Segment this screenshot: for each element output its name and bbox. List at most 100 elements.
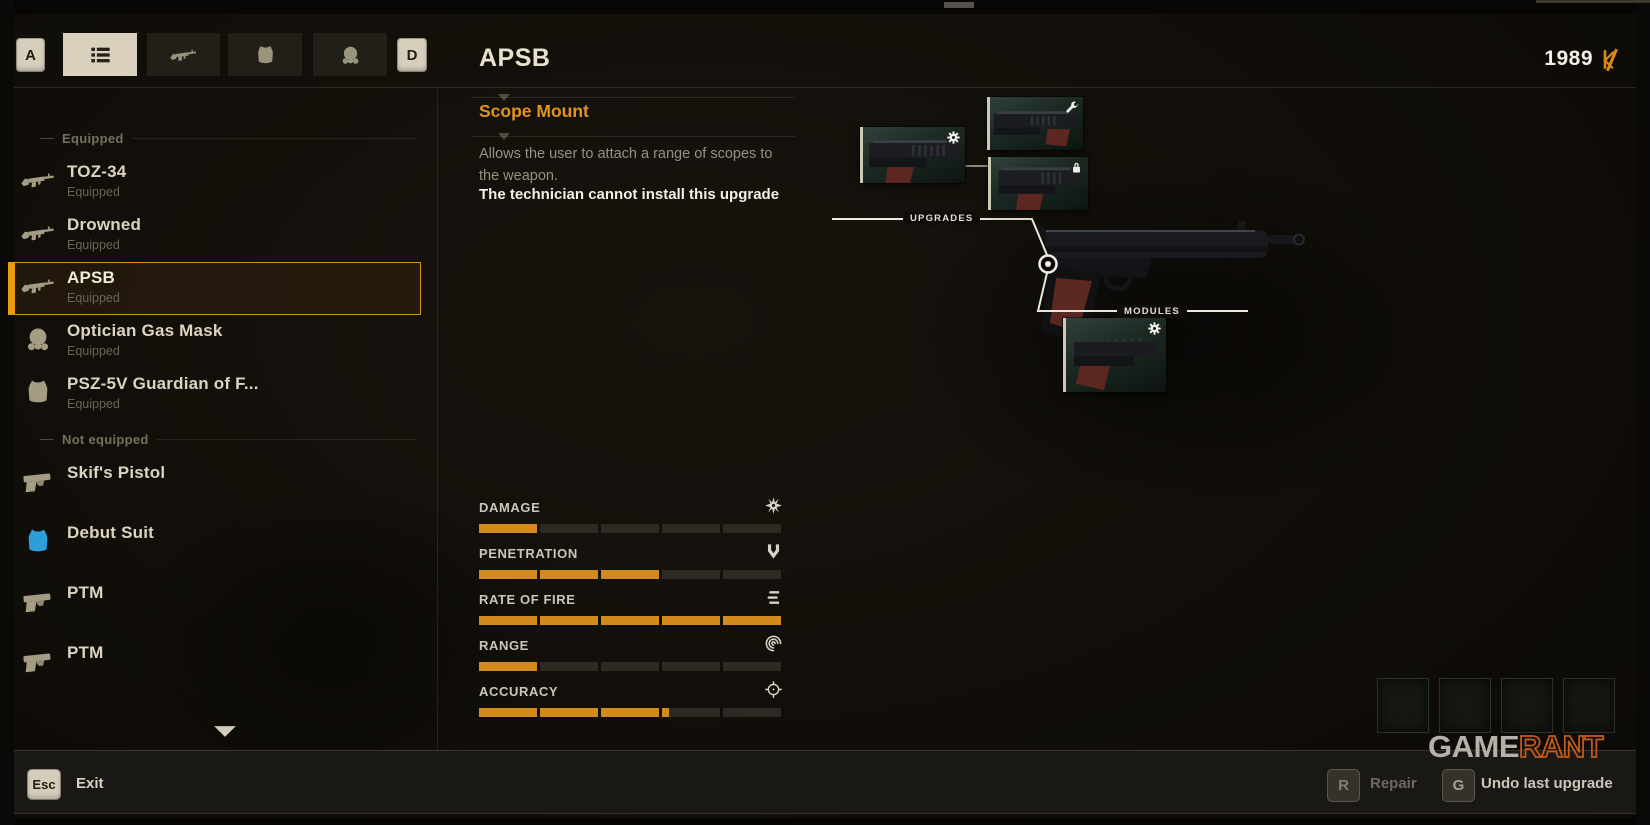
watermark-outline: RANT <box>1518 728 1604 765</box>
window-frame-right <box>1636 0 1650 825</box>
empty-slot[interactable] <box>1439 678 1491 733</box>
item-name: APSB <box>67 268 116 287</box>
item-name: Drowned <box>67 215 142 234</box>
stat-label: PENETRATION <box>479 546 578 561</box>
collapsed-section-marker <box>473 133 795 140</box>
currency-display: 1989 <box>1544 47 1620 71</box>
stat-row: ACCURACY <box>479 681 782 730</box>
item-status: Equipped <box>67 238 120 252</box>
range-icon <box>764 634 783 653</box>
vest-icon <box>252 44 279 66</box>
gear-icon <box>1147 321 1162 336</box>
stat-bar <box>479 524 781 533</box>
sidebar-item[interactable]: APSB Equipped <box>8 262 421 315</box>
section-header: Not equipped <box>6 421 431 457</box>
exit-action[interactable]: Exit <box>76 775 104 792</box>
lock-icon <box>1069 160 1084 175</box>
upgrade-description: Allows the user to attach a range of sco… <box>479 146 773 184</box>
collapsed-section-marker <box>473 94 795 101</box>
item-name: PTM <box>67 643 104 662</box>
pistol-icon <box>21 587 55 615</box>
stat-row: RATE OF FIRE <box>479 591 781 638</box>
sidebar-item[interactable]: PTM <box>8 577 421 637</box>
rifle-icon <box>21 166 55 194</box>
vest-icon <box>21 378 55 406</box>
stat-row: DAMAGE <box>479 497 782 546</box>
item-name: PSZ-5V Guardian of F... <box>67 374 259 393</box>
sidebar-item[interactable]: Debut Suit <box>8 517 421 577</box>
koupon-icon <box>1600 48 1620 71</box>
empty-slot[interactable] <box>1501 678 1553 733</box>
gear-icon <box>946 130 961 145</box>
esc-key[interactable]: Esc <box>27 769 61 800</box>
sidebar-divider <box>437 87 438 750</box>
stat-label: ACCURACY <box>479 684 559 699</box>
stat-bar <box>479 616 781 625</box>
stat-row: PENETRATION <box>479 544 781 592</box>
chevron-down-icon[interactable] <box>207 725 243 738</box>
page-title: APSB <box>479 44 551 72</box>
frame-notch <box>1536 0 1650 3</box>
undo-key[interactable]: G <box>1442 769 1475 802</box>
wrench-icon <box>1064 100 1079 115</box>
item-name: Optician Gas Mask <box>67 321 223 340</box>
frame-notch <box>944 2 974 8</box>
watermark-bold: GAME <box>1428 729 1520 764</box>
repair-key[interactable]: R <box>1327 769 1360 802</box>
item-name: TOZ-34 <box>67 162 127 181</box>
rifle-icon <box>21 272 55 300</box>
item-name: PTM <box>67 583 104 602</box>
section-header: Equipped <box>6 120 431 156</box>
crosshair-icon <box>764 680 783 699</box>
module-node-rail[interactable] <box>1063 318 1166 392</box>
keycap-next-tab[interactable]: D <box>397 38 427 72</box>
empty-slot[interactable] <box>1377 678 1429 733</box>
stat-bar <box>479 662 781 671</box>
bullets-icon <box>764 588 783 607</box>
gasmask-icon <box>21 325 55 353</box>
rifle-icon <box>21 219 55 247</box>
sidebar-item[interactable]: PSZ-5V Guardian of F... Equipped <box>8 368 421 421</box>
item-status: Equipped <box>67 291 120 305</box>
vest-icon <box>21 527 55 555</box>
sidebar-item[interactable]: PTM <box>8 637 421 697</box>
gasmask-icon <box>337 44 364 66</box>
upgrade-node-barrel[interactable] <box>987 97 1083 150</box>
rifle-icon <box>170 44 197 66</box>
empty-slot[interactable] <box>1563 678 1615 733</box>
repair-action[interactable]: Repair <box>1370 775 1417 792</box>
stat-label: RATE OF FIRE <box>479 592 576 607</box>
upgrade-node-slide[interactable] <box>860 127 965 183</box>
upgrades-label: UPGRADES <box>903 212 981 225</box>
stat-row: RANGE <box>479 635 782 684</box>
item-status: Equipped <box>67 397 120 411</box>
header-divider <box>14 87 1636 88</box>
item-name: Debut Suit <box>67 523 154 542</box>
upgrade-node-frame[interactable] <box>988 157 1088 210</box>
pistol-icon <box>21 647 55 675</box>
burst-icon <box>764 496 783 515</box>
footer-bar <box>14 750 1636 814</box>
currency-amount: 1989 <box>1544 47 1593 70</box>
modules-label: MODULES <box>1117 305 1187 318</box>
window-frame-left <box>0 0 14 825</box>
list-icon <box>87 44 114 66</box>
gamerant-watermark: GAMERANT <box>1428 728 1605 765</box>
pistol-icon <box>21 467 55 495</box>
tab-gasmask[interactable] <box>313 33 387 76</box>
tab-rifle[interactable] <box>147 33 220 76</box>
keycap-prev-tab[interactable]: A <box>16 38 45 72</box>
stat-label: DAMAGE <box>479 500 541 515</box>
sidebar-item[interactable]: Skif's Pistol <box>8 457 421 517</box>
item-name: Skif's Pistol <box>67 463 166 482</box>
undo-action[interactable]: Undo last upgrade <box>1481 775 1613 792</box>
tab-vest[interactable] <box>228 33 302 76</box>
upgrade-warning: The technician cannot install this upgra… <box>479 186 780 203</box>
tab-list[interactable] <box>63 33 137 76</box>
